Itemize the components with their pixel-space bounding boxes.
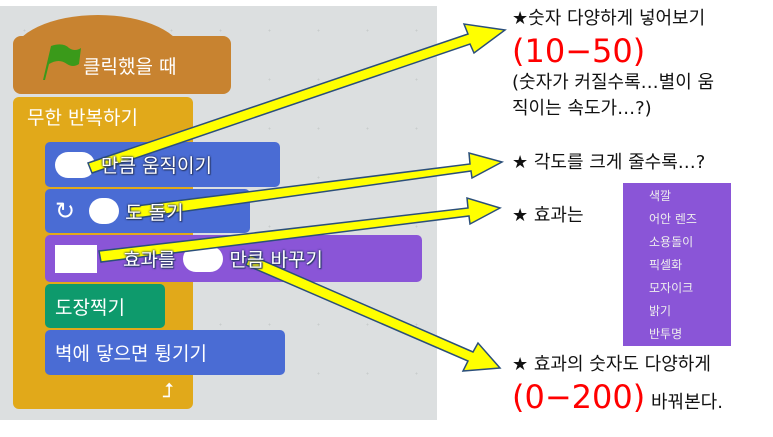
note1-range: (10−50) bbox=[512, 32, 646, 70]
arrow-3 bbox=[98, 196, 502, 263]
arrow-1 bbox=[87, 23, 507, 174]
stamp-block[interactable]: 도장찍기 bbox=[45, 284, 165, 328]
effect-option[interactable]: 픽셀화 bbox=[649, 258, 683, 272]
bounce-block[interactable]: 벽에 닿으면 튕기기 bbox=[45, 330, 285, 375]
loop-arrow-icon: ⮥ bbox=[162, 378, 174, 402]
forever-label: 무한 반복하기 bbox=[27, 107, 138, 129]
effect-option[interactable]: 모자이크 bbox=[649, 281, 694, 295]
rotate-cw-icon: ↻ bbox=[55, 197, 76, 225]
effects-menu: 색깔 어안 렌즈 소용돌이 픽셀화 모자이크 밝기 반투명 bbox=[623, 183, 731, 346]
note1-title: ★숫자 다양하게 넣어보기 bbox=[512, 8, 706, 29]
effect-by-label: 만큼 바꾸기 bbox=[229, 249, 323, 271]
note2: ★ 각도를 크게 줄수록…? bbox=[512, 152, 706, 173]
note4-suffix: 바꿔본다. bbox=[650, 392, 723, 413]
turn-label: 도 돌기 bbox=[125, 201, 184, 224]
note-1: ★숫자 다양하게 넣어보기 (10−50) (숫자가 커질수록…별이 움 직이는… bbox=[512, 6, 714, 122]
note1-line2: 직이는 속도가…?) bbox=[512, 98, 652, 119]
effect-label: 효과를 bbox=[123, 249, 176, 271]
when-flag-clicked-block[interactable]: 클릭했을 때 bbox=[13, 36, 231, 94]
note1-line1: (숫자가 커질수록…별이 움 bbox=[512, 72, 715, 93]
move-label: 만큼 움직이기 bbox=[101, 155, 212, 177]
effect-option[interactable]: 어안 렌즈 bbox=[649, 212, 697, 226]
note4-range: (0−200) bbox=[512, 378, 646, 416]
stamp-label: 도장찍기 bbox=[55, 296, 125, 319]
note3: ★ 효과는 bbox=[512, 205, 584, 226]
bounce-label: 벽에 닿으면 튕기기 bbox=[55, 343, 207, 365]
note-4: ★ 효과의 숫자도 다양하게 (0−200) 바꿔본다. bbox=[512, 352, 723, 416]
green-flag-icon bbox=[43, 44, 81, 80]
hat-label: 클릭했을 때 bbox=[83, 55, 177, 78]
degrees-input[interactable] bbox=[89, 198, 120, 224]
note4-title: ★ 효과의 숫자도 다양하게 bbox=[512, 354, 711, 375]
effect-option[interactable]: 밝기 bbox=[649, 304, 672, 318]
effect-option[interactable]: 소용돌이 bbox=[649, 235, 694, 249]
arrow-4 bbox=[245, 254, 502, 372]
effect-option[interactable]: 색깔 bbox=[649, 189, 672, 203]
effect-option[interactable]: 반투명 bbox=[649, 327, 683, 341]
effect-dropdown[interactable] bbox=[55, 244, 97, 273]
arrow-2 bbox=[127, 151, 505, 220]
